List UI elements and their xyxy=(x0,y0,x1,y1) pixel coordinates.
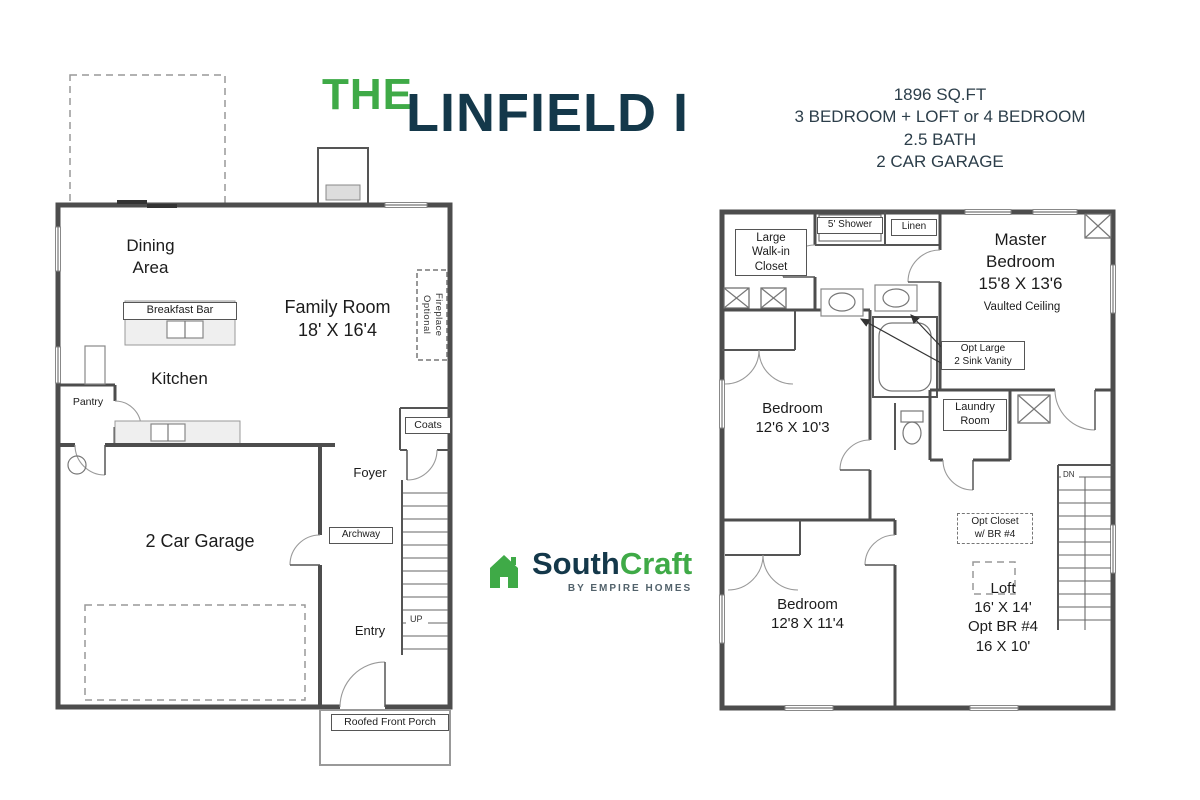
logo-name: SouthCraft xyxy=(532,548,692,579)
bedroom-b-walls xyxy=(725,520,897,708)
plan-title-name: LINFIELD I xyxy=(406,83,689,143)
label-garage: 2 Car Garage xyxy=(145,531,255,551)
label-archway: Archway xyxy=(329,527,393,544)
spec-sqft: 1896 SQ.FT xyxy=(893,85,987,104)
first-floor-outer-walls xyxy=(55,202,453,710)
spec-garage: 2 CAR GARAGE xyxy=(876,152,1004,172)
southcraft-logo: SouthCraft BY EMPIRE HOMES xyxy=(484,548,692,594)
label-optional-fireplace: Optional Fireplace xyxy=(421,293,445,337)
label-opt-closet: Opt Closet w/ BR #4 xyxy=(957,513,1033,544)
label-shower: 5' Shower xyxy=(817,217,883,234)
spec-baths: 2.5 BATH xyxy=(903,129,977,149)
porch-outline xyxy=(319,709,451,766)
label-walkin-closet: Large Walk-in Closet xyxy=(735,229,807,277)
label-pantry: Pantry xyxy=(72,396,104,408)
label-roofed-front-porch: Roofed Front Porch xyxy=(331,714,449,732)
kitchen-fixtures xyxy=(84,300,241,446)
logo-south: South xyxy=(532,546,620,581)
water-heater xyxy=(67,455,87,475)
logo-tagline: BY EMPIRE HOMES xyxy=(567,583,693,594)
up-label: UP xyxy=(410,614,423,624)
interior-walls xyxy=(58,443,335,707)
bedroom-a-walls xyxy=(722,310,895,522)
house-icon xyxy=(490,555,518,588)
label-coats: Coats xyxy=(405,417,451,435)
label-family-room: Family Room 18' X 16'4 xyxy=(284,297,391,341)
coats-closet xyxy=(399,407,450,481)
label-breakfast-bar: Breakfast Bar xyxy=(123,302,237,320)
label-vaulted-ceiling: Vaulted Ceiling xyxy=(983,301,1061,313)
chase-box xyxy=(1084,213,1112,239)
patio-outline xyxy=(69,74,226,206)
first-floor-plan: UP Dining Area Breakfast Bar Family Room… xyxy=(55,65,460,770)
label-bedroom-a: Bedroom 12'6 X 10'3 xyxy=(755,400,830,437)
label-vanity-note: Opt Large 2 Sink Vanity xyxy=(941,341,1025,370)
first-floor-drawing: UP xyxy=(55,74,453,766)
windows xyxy=(55,202,428,384)
master-wall-closets xyxy=(930,388,1113,431)
walkin-closet-walls xyxy=(722,212,870,312)
plan-title-the: THE xyxy=(322,70,413,119)
optional-fireplace-outline xyxy=(416,269,448,361)
stairs-down: DN xyxy=(1057,464,1113,630)
spec-bedrooms: 3 BEDROOM + LOFT or 4 BEDROOM xyxy=(794,107,1086,127)
logo-craft: Craft xyxy=(619,546,693,581)
bay-bumpout xyxy=(317,147,369,209)
label-bedroom-b: Bedroom 12'8 X 11'4 xyxy=(770,596,844,633)
laundry-walls xyxy=(928,390,1012,491)
garage-door-area xyxy=(84,604,306,701)
label-laundry: Laundry Room xyxy=(943,399,1007,431)
label-entry: Entry xyxy=(354,623,386,638)
label-foyer: Foyer xyxy=(353,465,387,480)
dn-label: DN xyxy=(1063,470,1075,479)
second-floor-drawing: DN xyxy=(719,209,1116,711)
windows xyxy=(719,209,1116,711)
label-dining-area: Dining Area xyxy=(126,236,175,277)
stairs-up: UP xyxy=(401,480,448,655)
logo-text: SouthCraft BY EMPIRE HOMES xyxy=(532,548,692,594)
label-kitchen: Kitchen xyxy=(151,369,208,388)
label-loft: Loft 16' X 14' Opt BR #4 16 X 10' xyxy=(967,580,1039,655)
second-floor-plan: DN Large Walk-in Closet 5' Shower Linen … xyxy=(715,205,1120,715)
opt-br4-outline xyxy=(972,561,1016,595)
patio-door xyxy=(117,200,177,208)
label-linen: Linen xyxy=(891,219,937,236)
bath-fixtures xyxy=(820,284,938,450)
label-master-bedroom: Master Bedroom 15'8 X 13'6 xyxy=(978,230,1063,293)
plan-specs: 1896 SQ.FT 3 BEDROOM + LOFT or 4 BEDROOM… xyxy=(780,84,1100,174)
